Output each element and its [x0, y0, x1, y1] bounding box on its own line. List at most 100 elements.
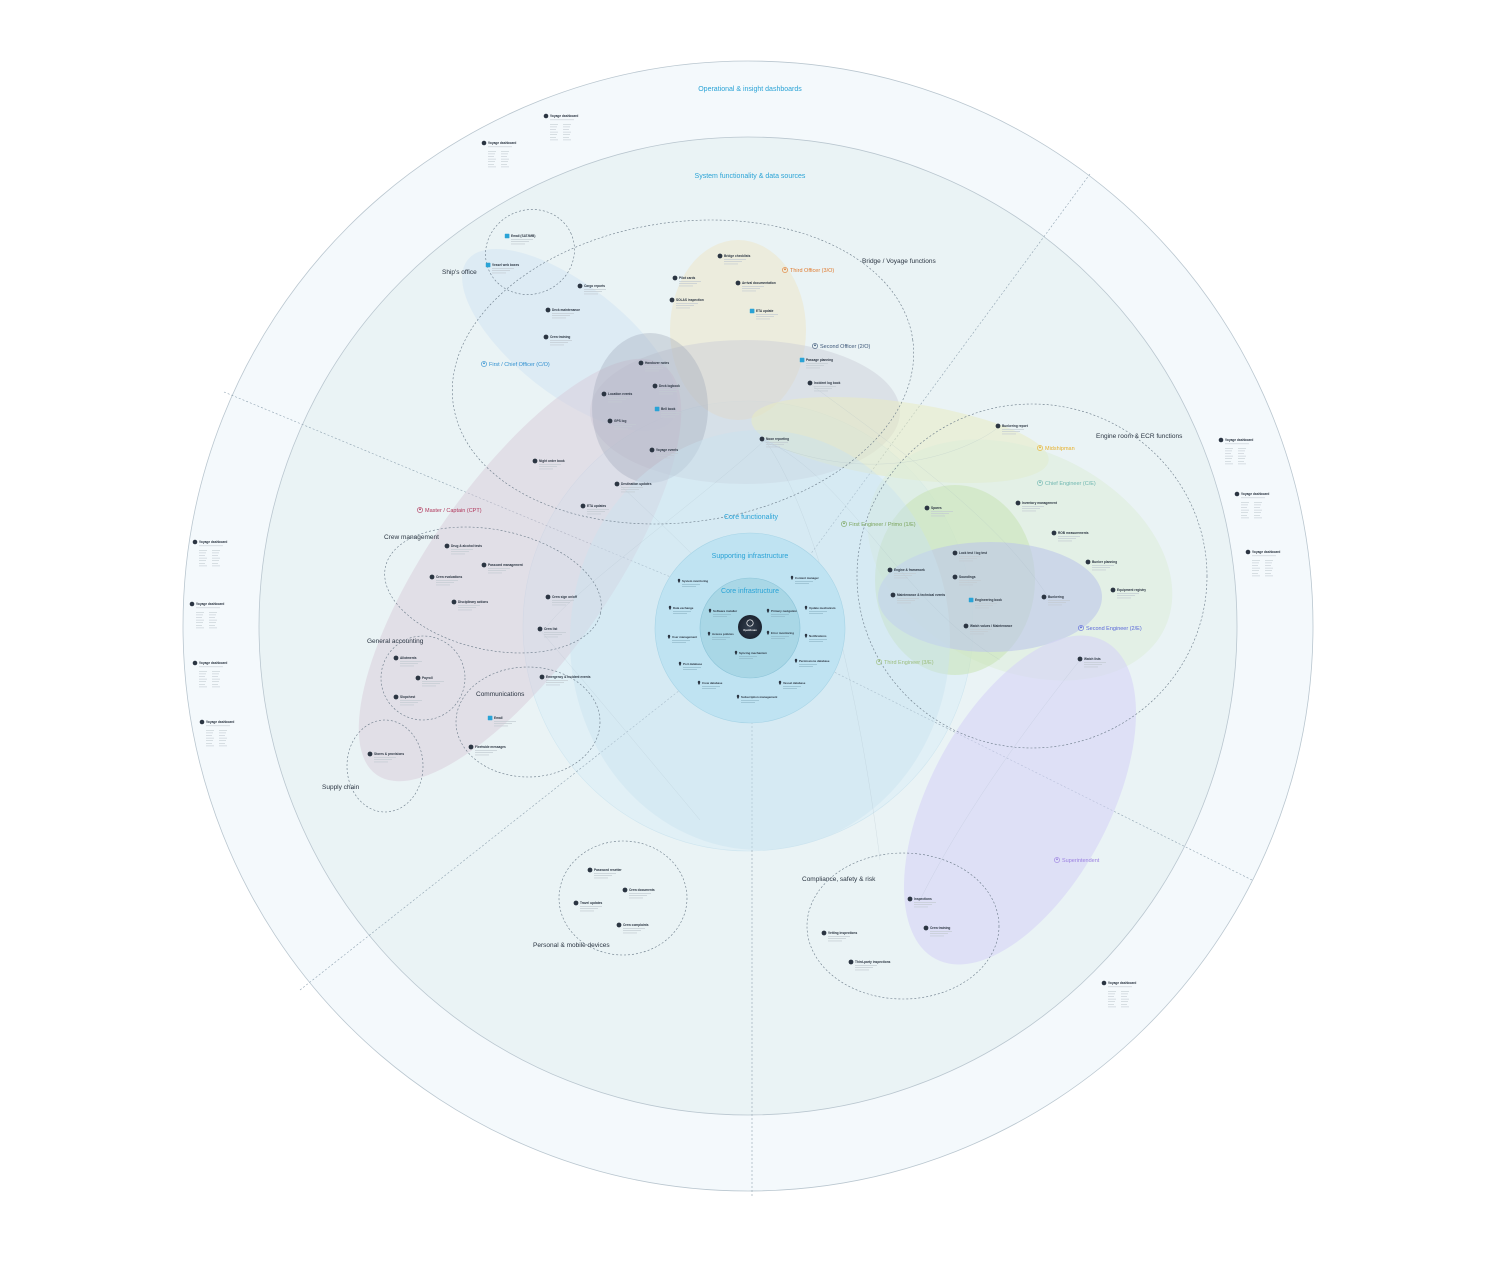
function-node[interactable]: Travel updates — [573, 900, 603, 912]
function-node[interactable]: Handover notes — [638, 360, 670, 372]
dashboard-title: Voyage dashboard — [199, 540, 227, 544]
function-node[interactable]: Stores & provisions — [367, 751, 405, 763]
function-node[interactable]: Engine & framework — [887, 567, 925, 579]
function-node[interactable]: Watch values / Maintenance — [963, 623, 1013, 635]
function-node[interactable]: Inventory management — [1015, 500, 1058, 512]
description-line — [959, 560, 973, 562]
description-line — [1117, 595, 1135, 596]
infrastructure-node[interactable]: Crew database — [697, 680, 723, 689]
function-node[interactable]: Email (SAT/IMB) — [504, 233, 536, 245]
dashboard-card[interactable]: Voyage dashboard — [1218, 437, 1254, 465]
function-node[interactable]: Slopchest — [393, 694, 422, 706]
function-node[interactable]: Crew training — [543, 334, 572, 346]
function-node[interactable]: Deck logbook — [652, 383, 681, 395]
function-node[interactable]: Arrival documentation — [735, 280, 776, 292]
infrastructure-node[interactable]: Port database — [678, 661, 703, 670]
function-node[interactable]: ETA updates — [580, 503, 609, 515]
infrastructure-node[interactable]: Data exchange — [668, 605, 694, 614]
pin-icon — [790, 575, 794, 580]
function-node[interactable]: Crew documents — [622, 887, 655, 899]
function-node[interactable]: SOLAS inspection — [669, 297, 704, 309]
dashboard-card[interactable]: Voyage dashboard — [1101, 980, 1137, 1008]
function-node[interactable]: Third-party inspections — [848, 959, 891, 971]
function-node[interactable]: Maintenance & technical events — [890, 592, 946, 604]
function-node[interactable]: Incident log book — [807, 380, 841, 392]
infrastructure-node[interactable]: Software installer — [708, 608, 738, 617]
function-node[interactable]: GPS log — [607, 418, 636, 430]
infrastructure-node[interactable]: Notifications — [804, 633, 827, 642]
dashboard-card[interactable]: Voyage dashboard — [189, 601, 225, 629]
function-node[interactable]: Bunkering — [1041, 594, 1070, 606]
function-node[interactable]: Disciplinary actions — [451, 599, 489, 611]
function-node[interactable]: Bell book — [654, 406, 683, 418]
description-line — [494, 725, 508, 727]
function-node[interactable]: Cargo reports — [577, 283, 606, 295]
function-node[interactable]: Deck maintenance — [545, 307, 581, 319]
function-node[interactable]: Crew training — [923, 925, 952, 937]
description-line — [741, 700, 759, 701]
function-node[interactable]: Location events — [601, 391, 633, 403]
user-icon — [1037, 480, 1043, 486]
infrastructure-node[interactable]: Permissions database — [794, 658, 830, 667]
infrastructure-node[interactable]: Subscription management — [736, 694, 778, 703]
dashboard-card[interactable]: Voyage dashboard — [199, 719, 235, 747]
function-node[interactable]: Password resetter — [587, 867, 623, 879]
description-line — [894, 573, 916, 574]
function-node[interactable]: Noon reporting — [759, 436, 789, 448]
dashboard-card[interactable]: Voyage dashboard — [481, 140, 517, 168]
function-node[interactable]: Fleetwide messages — [468, 744, 506, 756]
infrastructure-node[interactable]: Vessel database — [778, 680, 806, 689]
function-node[interactable]: Lock test / log test — [952, 550, 988, 562]
description-line — [970, 629, 992, 630]
function-node[interactable]: Voyage events — [649, 447, 679, 459]
function-node[interactable]: Bridge checklists — [717, 253, 751, 265]
dashboard-metric-line — [219, 730, 227, 731]
description-line — [806, 367, 820, 369]
function-node[interactable]: Bunker planning — [1085, 559, 1118, 571]
function-node[interactable]: ROB measurements — [1051, 530, 1089, 542]
function-node[interactable]: Spares — [924, 505, 953, 517]
function-node[interactable]: Watch lists — [1077, 656, 1106, 668]
infrastructure-node[interactable]: Content manager — [790, 575, 820, 584]
function-node[interactable]: Destination updates — [614, 481, 652, 493]
function-node[interactable]: Allotments — [393, 655, 422, 667]
function-node[interactable]: Inspections — [907, 896, 936, 908]
function-node[interactable]: Crew evaluations — [429, 574, 463, 586]
function-node[interactable]: Drug & alcohol tests — [444, 543, 483, 555]
function-node[interactable]: Crew complaints — [616, 922, 649, 934]
infrastructure-node[interactable]: Primary navigation — [766, 608, 797, 617]
description-line — [552, 602, 570, 603]
function-node[interactable]: Vessel web boxes — [485, 262, 520, 274]
function-node[interactable]: Engineering book — [968, 597, 1002, 609]
function-node[interactable]: Equipment registry — [1110, 587, 1147, 599]
dashboard-card[interactable]: Voyage dashboard — [192, 660, 228, 688]
function-node[interactable]: Crew sign on/off — [545, 594, 578, 606]
infrastructure-node[interactable]: Access policies — [707, 631, 734, 640]
infrastructure-node[interactable]: User management — [667, 634, 697, 643]
node-label: GPS log — [614, 419, 626, 423]
infrastructure-node[interactable]: System monitoring — [677, 578, 709, 587]
openocean-hub[interactable] — [738, 615, 762, 639]
description-line — [400, 663, 418, 664]
function-node[interactable]: Crew list — [537, 626, 566, 638]
function-node[interactable]: Vetting inspections — [821, 930, 858, 942]
dashboard-card[interactable]: Voyage dashboard — [1234, 491, 1270, 519]
dashboard-card[interactable]: Voyage dashboard — [543, 113, 579, 141]
function-node[interactable]: Bunkering report — [995, 423, 1029, 435]
dashboard-card[interactable]: Voyage dashboard — [1245, 549, 1281, 577]
description-line — [608, 399, 626, 400]
infrastructure-node[interactable]: Update mechanism — [804, 605, 836, 614]
function-node[interactable]: Pilot cards — [672, 275, 701, 287]
function-node[interactable]: Passcard management — [481, 562, 524, 574]
function-node[interactable]: Emergency & incident events — [539, 674, 591, 686]
infrastructure-node[interactable]: Syncing mechanism — [734, 650, 768, 659]
function-node[interactable]: Payroll — [415, 675, 444, 687]
group-title: Compliance, safety & risk — [802, 876, 876, 883]
function-node[interactable]: Email — [487, 715, 516, 727]
function-node[interactable]: ETA update — [749, 308, 778, 320]
function-node[interactable]: Night order book — [532, 458, 565, 470]
infrastructure-node[interactable]: Error monitoring — [766, 630, 794, 639]
dashboard-card[interactable]: Voyage dashboard — [192, 539, 228, 567]
function-node[interactable]: Soundings — [952, 574, 981, 586]
function-node[interactable]: Passage planning — [799, 357, 833, 369]
